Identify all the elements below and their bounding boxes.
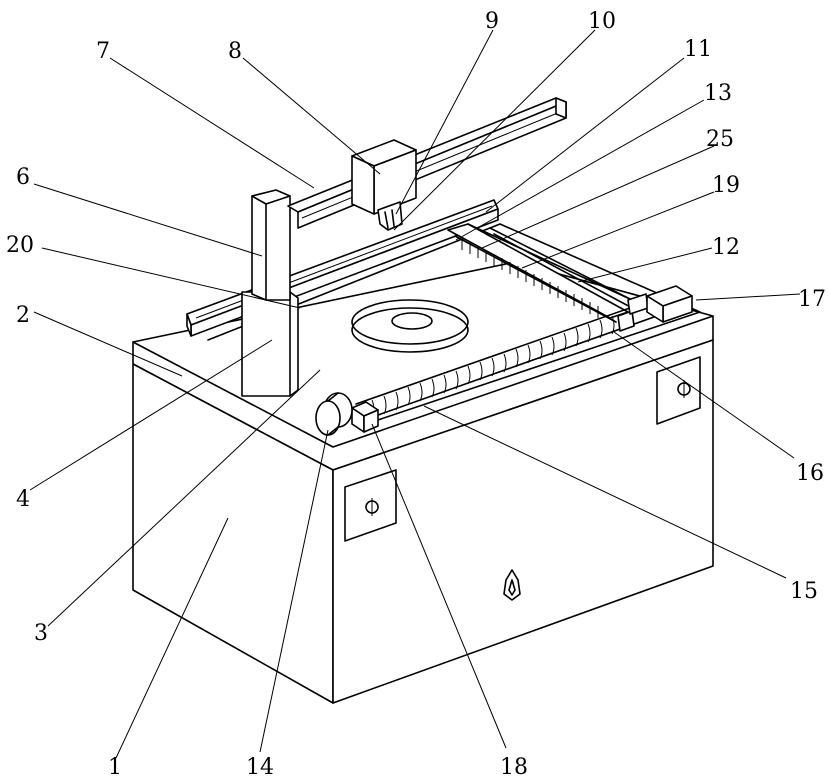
carriage-head — [352, 140, 416, 230]
label-8: 8 — [228, 39, 242, 64]
label-2: 2 — [16, 303, 30, 328]
label-19: 19 — [712, 173, 740, 198]
label-15: 15 — [790, 579, 818, 604]
label-12: 12 — [712, 235, 740, 260]
label-3: 3 — [34, 621, 48, 646]
label-1: 1 — [108, 755, 122, 778]
label-4: 4 — [16, 487, 30, 512]
label-9: 9 — [485, 9, 499, 34]
vertical-column — [242, 190, 298, 396]
label-6: 6 — [16, 165, 30, 190]
left-bracket — [352, 402, 378, 432]
label-11: 11 — [684, 37, 712, 62]
label-16: 16 — [796, 461, 824, 486]
label-10: 10 — [588, 9, 616, 34]
label-17: 17 — [798, 287, 826, 312]
label-14: 14 — [246, 755, 274, 778]
label-7: 7 — [96, 39, 110, 64]
label-13: 13 — [704, 81, 732, 106]
top-guide-bar — [288, 98, 566, 228]
label-18: 18 — [500, 755, 528, 778]
label-20: 20 — [6, 233, 34, 258]
label-25: 25 — [706, 127, 734, 152]
